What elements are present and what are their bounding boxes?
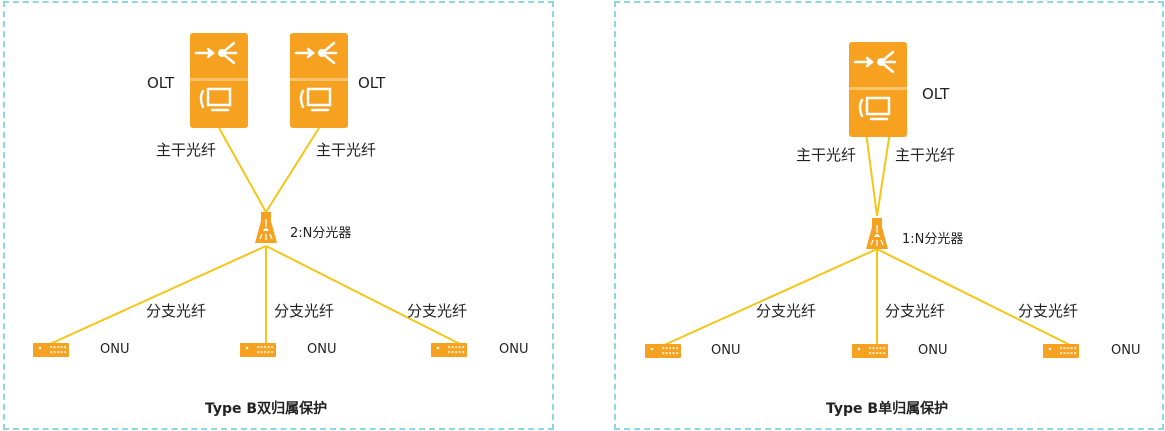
olt-device-icon [290,33,348,128]
branch-fiber-label: 分支光纤 [885,302,946,320]
trunk-fiber-label: 主干光纤 [895,146,956,164]
olt-device-icon [190,33,248,128]
trunk-fiber-label: 主干光纤 [796,146,857,164]
left-diagram-title: Type B双归属保护 [205,401,328,417]
onu-label: ONU [918,343,948,358]
onu-label: ONU [499,342,529,357]
branch-fiber [265,245,461,345]
onu-device-icon [1043,344,1079,358]
splitter-icon [866,218,888,249]
onu-label: ONU [1111,343,1141,358]
olt-label: OLT [358,74,386,92]
trunk-fiber [218,127,267,213]
onu-device-icon [33,343,69,357]
trunk-fiber [865,131,878,217]
onu-device-icon [431,343,467,357]
branch-fiber-label: 分支光纤 [756,302,817,320]
onu-label: ONU [100,342,130,357]
branch-fiber-label: 分支光纤 [1018,302,1079,320]
onu-device-icon [240,343,276,357]
branch-fiber [49,245,267,345]
trunk-fiber-label: 主干光纤 [156,141,217,159]
olt-device-icon [849,42,907,137]
onu-device-icon [645,344,681,358]
onu-device-icon [852,344,888,358]
branch-fiber [876,248,1073,347]
left-panel [3,1,554,430]
splitter-label: 1:N分光器 [902,232,964,247]
branch-fiber-label: 分支光纤 [146,302,207,320]
olt-label: OLT [922,85,950,103]
onu-label: ONU [307,342,337,357]
branch-fiber-label: 分支光纤 [274,302,335,320]
olt-label: OLT [147,74,175,92]
splitter-icon [255,212,277,243]
splitter-label: 2:N分光器 [290,226,352,241]
branch-fiber [661,248,878,347]
right-diagram-title: Type B单归属保护 [826,401,949,417]
trunk-fiber [876,131,891,217]
right-panel [614,1,1164,430]
onu-label: ONU [711,343,741,358]
trunk-fiber [265,127,320,213]
branch-fiber-label: 分支光纤 [407,302,468,320]
trunk-fiber-label: 主干光纤 [316,141,377,159]
